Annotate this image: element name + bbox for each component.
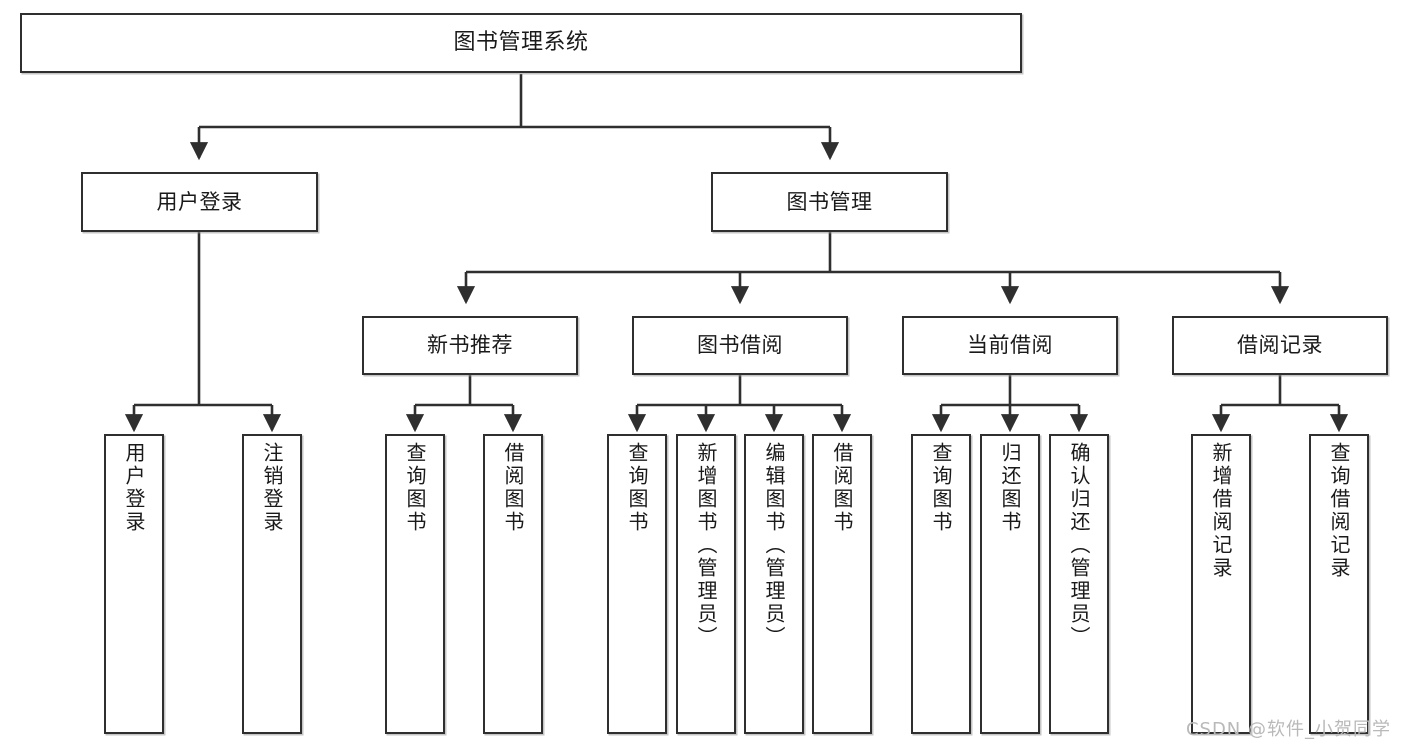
- leaf-confirm-return-admin[interactable]: 确认归还（管理员）: [1049, 434, 1109, 734]
- node-label: 图书管理系统: [453, 30, 589, 56]
- node-label: 新增图书（管理员）: [694, 442, 718, 649]
- node-label: 新书推荐: [427, 333, 513, 358]
- node-label: 查询图书: [625, 442, 649, 534]
- leaf-current-query-book[interactable]: 查询图书: [911, 434, 971, 734]
- leaf-add-borrow-record[interactable]: 新增借阅记录: [1191, 434, 1251, 734]
- leaf-borrow-book[interactable]: 借阅图书: [812, 434, 872, 734]
- node-user-login[interactable]: 用户登录: [81, 172, 318, 232]
- node-label: 用户登录: [122, 442, 146, 534]
- node-label: 用户登录: [156, 189, 243, 214]
- leaf-recommend-query-book[interactable]: 查询图书: [385, 434, 445, 734]
- node-label: 新增借阅记录: [1209, 442, 1233, 580]
- node-book-management[interactable]: 图书管理: [711, 172, 948, 232]
- node-current-borrowing[interactable]: 当前借阅: [902, 316, 1118, 375]
- leaf-recommend-borrow-book[interactable]: 借阅图书: [483, 434, 543, 734]
- node-label: 归还图书: [998, 442, 1022, 534]
- node-borrowing-records[interactable]: 借阅记录: [1172, 316, 1388, 375]
- node-root-book-management-system[interactable]: 图书管理系统: [20, 13, 1022, 73]
- node-label: 当前借阅: [967, 333, 1053, 358]
- node-label: 注销登录: [260, 442, 284, 534]
- node-label: 借阅图书: [830, 442, 854, 534]
- node-book-borrowing[interactable]: 图书借阅: [632, 316, 848, 375]
- leaf-user-login[interactable]: 用户登录: [104, 434, 164, 734]
- node-label: 查询借阅记录: [1327, 442, 1351, 580]
- leaf-logout[interactable]: 注销登录: [242, 434, 302, 734]
- node-label: 查询图书: [403, 442, 427, 534]
- leaf-add-book-admin[interactable]: 新增图书（管理员）: [676, 434, 736, 734]
- node-label: 借阅图书: [501, 442, 525, 534]
- node-label: 借阅记录: [1237, 333, 1323, 358]
- leaf-return-book[interactable]: 归还图书: [980, 434, 1040, 734]
- leaf-query-borrow-record[interactable]: 查询借阅记录: [1309, 434, 1369, 734]
- node-label: 查询图书: [929, 442, 953, 534]
- node-label: 编辑图书（管理员）: [762, 442, 786, 649]
- csdn-watermark: CSDN @软件_小贺同学: [1185, 719, 1391, 740]
- leaf-borrow-query-book[interactable]: 查询图书: [607, 434, 667, 734]
- node-new-book-recommendation[interactable]: 新书推荐: [362, 316, 578, 375]
- leaf-edit-book-admin[interactable]: 编辑图书（管理员）: [744, 434, 804, 734]
- node-label: 图书管理: [786, 189, 873, 214]
- node-label: 图书借阅: [697, 333, 783, 358]
- node-label: 确认归还（管理员）: [1067, 442, 1091, 649]
